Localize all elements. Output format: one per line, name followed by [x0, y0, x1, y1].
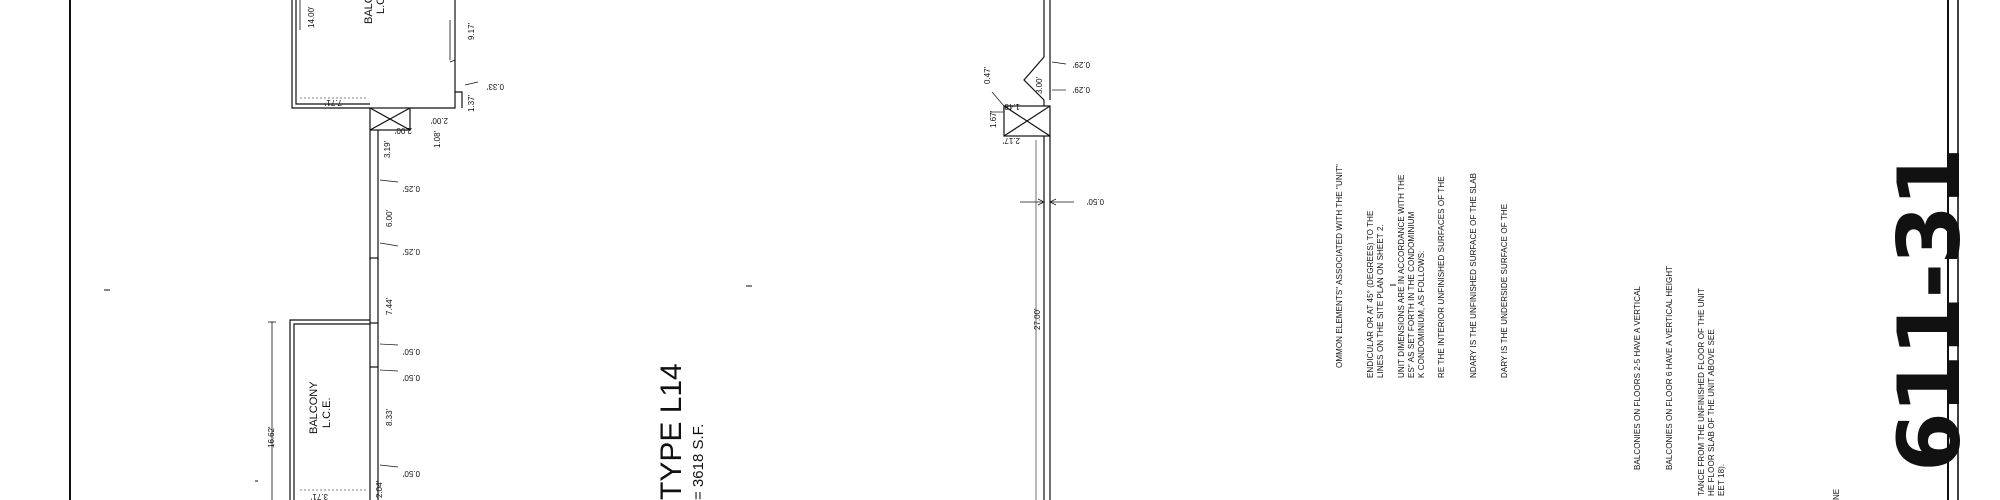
dim-0-33: 0.33' — [486, 82, 504, 91]
dim-7-44: 7.44' — [385, 297, 394, 315]
note-line: BALCONIES ON FLOOR 6 HAVE A VERTICAL HEI… — [1665, 265, 1674, 470]
dim-1-48: 1.48' — [1002, 102, 1020, 111]
dim-7-71: 7.71' — [324, 98, 342, 107]
unit-type-title: TYPE L14 — [655, 363, 688, 500]
dim-3-19: 3.19' — [383, 140, 392, 158]
dim-2-04: 2.04' — [375, 480, 384, 498]
dim-2-00-a: 2.00' — [394, 126, 412, 135]
balcony-outline-lower-inner — [293, 323, 370, 500]
balcony-outline-upper — [291, 0, 370, 109]
dim-8-33: 8.33' — [385, 408, 394, 426]
note-line: BALCONIES ON FLOORS 2-5 HAVE A VERTICAL — [1633, 285, 1642, 470]
balcony-upper-sub: L.C — [375, 0, 387, 14]
column-box-right — [1003, 105, 1051, 137]
unit-area-label: = 3618 S.F. — [690, 423, 707, 500]
wall-segment-mid — [369, 257, 379, 324]
dim-0-25-a: 0.25' — [402, 184, 420, 193]
balcony-outline-lower — [289, 319, 370, 500]
note-line: LINES ON THE SITE PLAN ON SHEET 2. — [1376, 224, 1385, 378]
corner-text-fragment: NE — [1832, 488, 1841, 500]
dim-0-50-c: 0.50' — [402, 469, 420, 478]
note-line: UNIT DIMENSIONS ARE IN ACCORDANCE WITH T… — [1397, 174, 1406, 378]
note-line: OMMON ELEMENTS" ASSOCIATED WITH THE "UNI… — [1335, 164, 1344, 368]
note-line: NDARY IS THE UNFINISHED SURFACE OF THE S… — [1469, 172, 1478, 378]
note-line: RE THE INTERIOR UNFINISHED SURFACES OF T… — [1437, 176, 1446, 378]
dim-0-50-right: 0.50' — [1086, 197, 1104, 206]
column-box-upper — [369, 107, 411, 131]
balcony-outline-upper-inner — [295, 0, 370, 105]
dim-0-29-b: 0.29' — [1072, 85, 1090, 94]
dim-0-50-a: 0.50' — [402, 347, 420, 356]
triangle-bay — [1023, 56, 1045, 101]
note-line: ENDICULAR OR AT 45° (DEGREES) TO THE — [1366, 210, 1375, 378]
dim-1-37: 1.37' — [467, 94, 476, 112]
note-line: DARY IS THE UNDERSIDE SURFACE OF THE — [1500, 203, 1509, 378]
note-line: TANCE FROM THE UNFINISHED FLOOR OF THE U… — [1697, 288, 1706, 496]
dim-6-00: 6.00' — [385, 209, 394, 227]
note-line: K CONDOMINIUM, AS FOLLOWS: — [1417, 250, 1426, 378]
note-line: HE FLOOR SLAB OF THE UNIT ABOVE SEE — [1707, 329, 1716, 496]
balcony-lower-sub: L.C.E. — [321, 397, 333, 428]
general-notes: OMMON ELEMENTS" ASSOCIATED WITH THE "UNI… — [1335, 0, 1855, 500]
note-line: EET 18). — [1717, 463, 1726, 496]
note-line: ES" AS SET FORTH IN THE CONDOMINIUM — [1407, 211, 1416, 378]
dim-2-17: 2.17' — [1002, 136, 1020, 145]
dim-16-62: 16.62' — [267, 426, 276, 448]
dim-9-17: 9.17' — [467, 22, 476, 40]
dim-0-29-a: 0.29' — [1072, 60, 1090, 69]
handwritten-page-number: 611-31 — [1880, 149, 1980, 472]
dim-3-71: 3.71' — [310, 492, 328, 500]
dim-1-08: 1.08' — [433, 130, 442, 148]
balcony-lower-name: BALCONY — [308, 381, 320, 434]
dim-0-50-b: 0.50' — [402, 373, 420, 382]
dim-3-00: 3.00' — [1035, 76, 1044, 94]
dim-27-00: 27.00' — [1033, 308, 1042, 330]
dim-1-67: 1.67' — [989, 110, 998, 128]
dim-14-00: 14.00' — [307, 6, 316, 28]
balcony-edge-upper — [454, 0, 463, 108]
dim-0-25-b: 0.25' — [402, 247, 420, 256]
dim-2-00-b: 2.00' — [430, 116, 448, 125]
balcony-upper-name: BALCO — [363, 0, 375, 24]
dim-0-47: 0.47' — [983, 66, 992, 84]
